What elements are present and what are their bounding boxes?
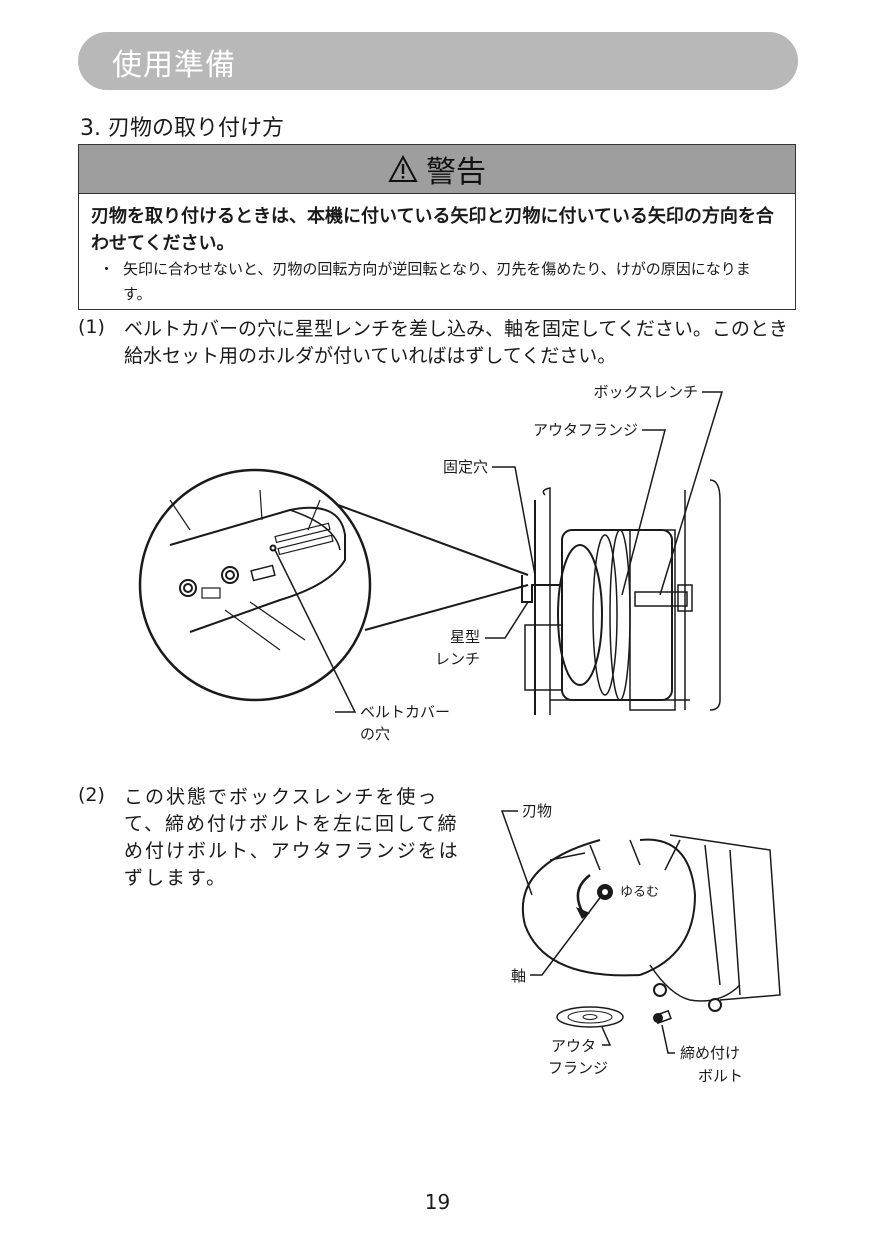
warning-bullet-text: 矢印に合わせないと、刃物の回転方向が逆回転となり、刃先を傷めたり、けがの原因にな…	[123, 260, 751, 303]
label-box-wrench: ボックスレンチ	[593, 383, 698, 401]
step-1-text: ベルトカバーの穴に星型レンチを差し込み、軸を固定してください。このとき給水セット…	[124, 318, 788, 367]
label-outer-flange-line1: アウタ	[551, 1037, 596, 1055]
label-belt-cover-line2: の穴	[360, 725, 390, 743]
warning-main-text: 刃物を取り付けるときは、本機に付いている矢印と刃物に付いている矢印の方向を合わせ…	[91, 206, 774, 254]
label-loosen: ゆるむ	[620, 885, 659, 900]
leader-lines	[274, 391, 724, 713]
loosen-rotation-arrow	[576, 874, 591, 914]
machine-body	[669, 834, 781, 1001]
step-2-number: (2)	[78, 784, 105, 806]
warning-bullet: ・ 矢印に合わせないと、刃物の回転方向が逆回転となり、刃先を傷めたり、けがの原因…	[99, 257, 779, 307]
warning-heading: 警告	[426, 155, 486, 190]
label-bolt-line2: ボルト	[698, 1067, 743, 1085]
warning-box: 警告 刃物を取り付けるときは、本機に付いている矢印と刃物に付いている矢印の方向を…	[78, 144, 796, 310]
label-outer-flange: アウタフランジ	[533, 421, 638, 439]
outer-flange-shape	[556, 1006, 624, 1028]
step-1-number: (1)	[78, 316, 105, 338]
bullet-mark: ・	[99, 260, 115, 278]
label-belt-cover-line1: ベルトカバー	[360, 703, 450, 721]
chapter-title: 使用準備	[112, 48, 236, 83]
bolt-shape	[653, 1009, 672, 1025]
label-bolt-line1: 締め付け	[680, 1044, 740, 1062]
warning-triangle-icon	[388, 155, 418, 182]
warning-header: 警告	[79, 145, 795, 194]
label-fixing-hole: 固定穴	[443, 458, 488, 476]
label-blade: 刃物	[522, 802, 552, 820]
belt-cover-detail	[169, 489, 346, 651]
figure-2-blade-removal: 刃物 ゆるむ 軸 アウタ フランジ 締め付け ボルト	[500, 802, 781, 1085]
magnified-view-circle	[138, 468, 372, 702]
label-star-wrench-line2: レンチ	[435, 650, 480, 668]
figure-1-belt-cover-wrench: ボックスレンチ アウタフランジ 固定穴 星型 レンチ ベルトカバー の穴	[138, 383, 724, 743]
machine-illustration	[521, 479, 721, 715]
leader-lines-2	[500, 810, 675, 1054]
step-2-text: この状態でボックスレンチを使って、締め付けボルトを左に回して締め付けボルト、アウ…	[124, 786, 460, 889]
callout-line-top	[337, 504, 529, 576]
callout-line-bottom	[364, 584, 529, 631]
star-wrench-shape	[521, 575, 560, 603]
label-outer-flange-line2: フランジ	[548, 1059, 608, 1077]
belt-cover-hole	[269, 544, 277, 552]
page-number: 19	[424, 1190, 451, 1214]
label-star-wrench-line1: 星型	[450, 628, 480, 646]
section-title: 3. 刃物の取り付け方	[80, 116, 284, 141]
label-shaft: 軸	[511, 967, 526, 985]
chapter-header-bar	[78, 32, 798, 90]
